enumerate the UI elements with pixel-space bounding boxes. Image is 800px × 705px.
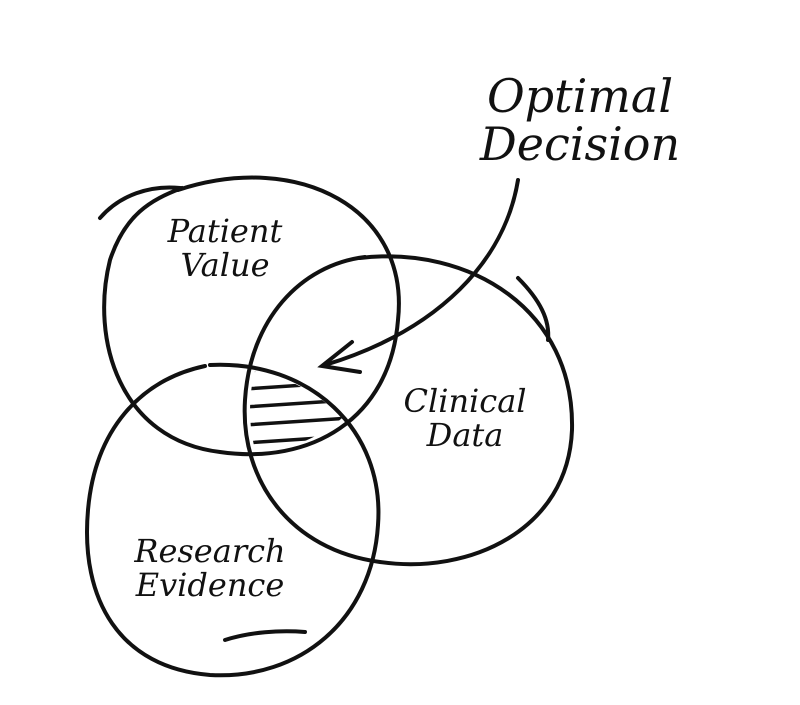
title-optimal-decision: Optimal Decision: [430, 72, 730, 169]
arrow-head-icon: [317, 340, 362, 374]
pointer-arrow: [323, 178, 520, 367]
circle-clinical-data-accent-stroke: [516, 276, 551, 342]
circle-clinical-data: [242, 254, 575, 567]
label-line1: Clinical: [403, 382, 527, 420]
label-line1: Patient: [167, 212, 283, 250]
title-line2: Decision: [479, 117, 681, 172]
circle-patient-value: [102, 175, 401, 457]
label-line2: Data: [426, 415, 504, 454]
circle-research-evidence-accent-stroke: [223, 629, 307, 642]
label-clinical-data: Clinical Data: [370, 382, 560, 454]
circle-patient-value-overlap-stroke: [98, 185, 182, 220]
circle-research-evidence: [85, 362, 381, 678]
label-research-evidence: Research Evidence: [110, 532, 310, 604]
title-line1: Optimal: [486, 69, 674, 123]
label-line2: Evidence: [135, 565, 285, 604]
label-line1: Research: [134, 532, 286, 570]
label-line2: Value: [180, 245, 270, 284]
label-patient-value: Patient Value: [130, 212, 320, 284]
